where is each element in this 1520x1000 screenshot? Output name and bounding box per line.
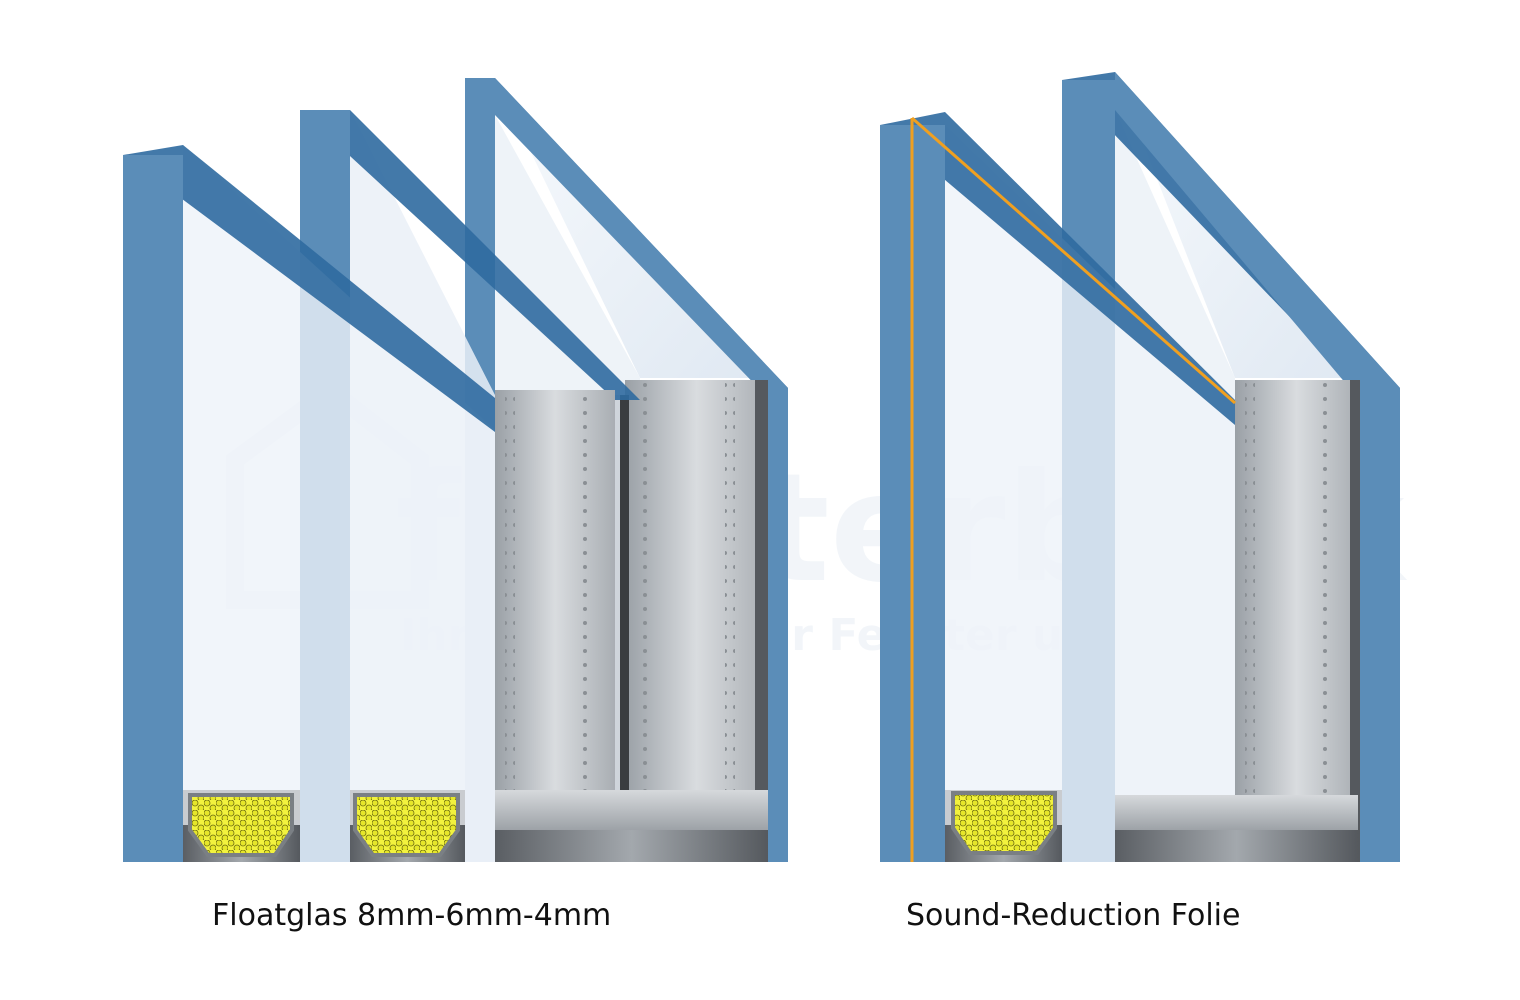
triple-glazing-unit: [123, 78, 788, 862]
laminated-glazing-unit: [880, 72, 1400, 862]
desiccant-fill: [353, 793, 460, 857]
frame-base: [495, 830, 768, 862]
desiccant-fill: [951, 791, 1057, 855]
spacer-bar: [615, 380, 768, 862]
caption-triple-glazing: Floatglas 8mm-6mm-4mm: [212, 898, 612, 933]
sound-reduction-foil: [911, 116, 1236, 405]
frame-base: [1115, 795, 1358, 830]
glass-pane-front: [123, 145, 495, 862]
spacer-bar: [495, 390, 615, 795]
caption-laminated-glazing: Sound-Reduction Folie: [906, 898, 1241, 933]
desiccant-fill: [188, 793, 294, 857]
frame-base: [1115, 830, 1358, 862]
spacer-bar: [1235, 380, 1360, 862]
frame-base: [495, 790, 768, 830]
